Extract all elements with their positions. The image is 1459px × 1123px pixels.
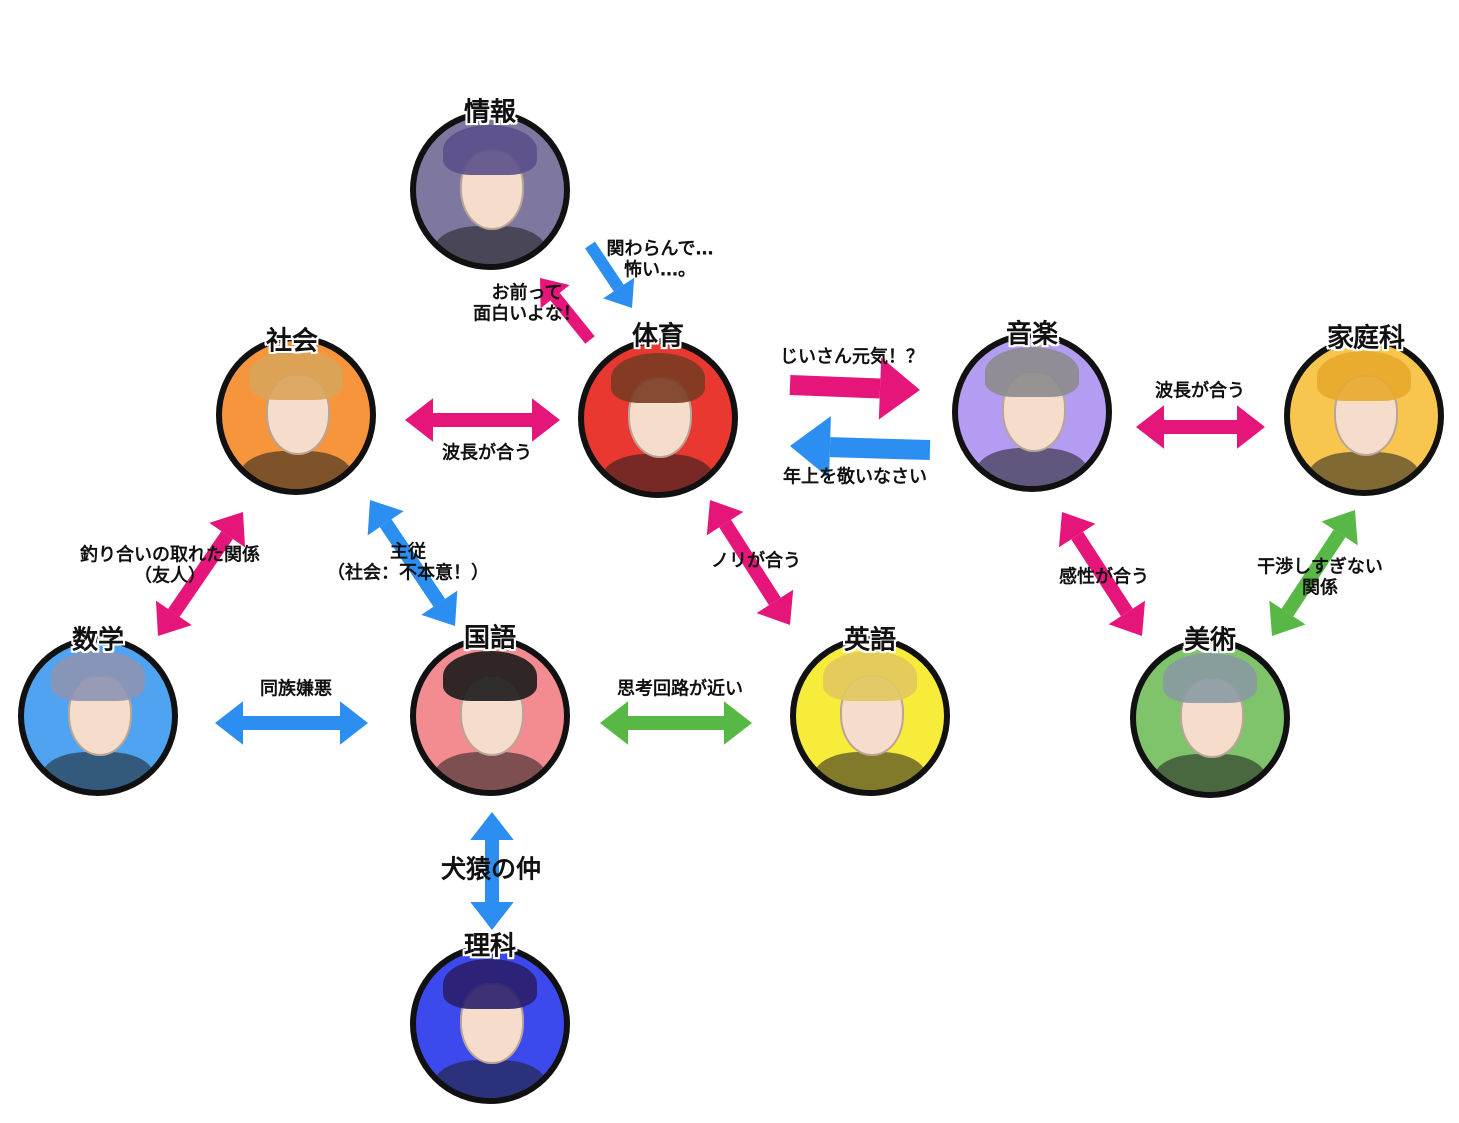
arrow-head-katei-bijutsu <box>1269 600 1306 636</box>
portrait-sugaku <box>18 636 178 796</box>
name-sugaku: 数学 <box>71 625 125 656</box>
portrait-kokugo <box>410 636 570 796</box>
arrow-ongaku-bijutsu <box>1071 531 1133 617</box>
name-taiiku: 体育 <box>631 321 685 352</box>
arrow-head-taiiku-joho <box>540 278 570 309</box>
arrow-head-taiiku-ongaku <box>878 357 920 420</box>
name-joho: 情報 <box>463 97 517 128</box>
label-line: 釣り合いの取れた関係 <box>80 544 260 566</box>
label-line: 波長が合う <box>1155 380 1245 402</box>
label-taiiku-eigo: ノリが合う <box>711 550 801 573</box>
portrait-taiiku <box>578 338 738 498</box>
label-line: 波長が合う <box>442 442 532 464</box>
label-line: 犬猿の仲 <box>440 854 542 884</box>
arrow-joho-taiiku <box>585 241 624 292</box>
label-joho-taiiku: 関わらんで…怖い…。 <box>606 239 713 280</box>
arrow-tail-head-ongaku-bijutsu <box>1058 512 1096 548</box>
label-line: お前って <box>491 282 563 304</box>
arrow-head-kokugo-eigo <box>724 701 752 745</box>
arrow-head-sugaku-kokugo <box>340 701 368 745</box>
arrow-tail-head-taiiku-eigo <box>706 500 744 536</box>
arrow-head-ongaku-taiiku <box>790 416 831 479</box>
arrow-tail-head-sugaku-kokugo <box>215 701 243 745</box>
label-line: 干渉しすぎない <box>1257 556 1383 578</box>
label-line: 主従 <box>390 541 426 563</box>
arrow-ongaku-taiiku <box>829 437 931 460</box>
arrow-shakai-kokugo <box>379 519 446 607</box>
arrow-head-shakai-sugaku <box>155 600 192 636</box>
label-kokugo-rika: 犬猿の仲 <box>440 854 542 885</box>
arrow-tail-head-shakai-kokugo <box>367 500 404 536</box>
label-katei-bijutsu: 干渉しすぎない関係 <box>1257 557 1383 598</box>
portrait-shakai <box>216 335 376 495</box>
label-line: 年上を敬いなさい <box>783 466 927 488</box>
name-shakai: 社会 <box>265 326 319 357</box>
name-bijutsu: 美術 <box>1183 625 1237 656</box>
name-eigo: 英語 <box>843 625 897 656</box>
label-line: 同族嫌悪 <box>260 678 332 700</box>
label-sugaku-kokugo: 同族嫌悪 <box>260 678 332 701</box>
portrait-bijutsu <box>1130 638 1290 798</box>
arrow-tail-head-shakai-taiiku <box>405 398 433 442</box>
label-line: 怖い…。 <box>623 259 696 280</box>
name-rika: 理科 <box>463 931 517 962</box>
label-shakai-kokugo: 主従（社会：不本意！） <box>327 542 489 583</box>
portrait-katei <box>1284 336 1444 496</box>
arrow-taiiku-eigo <box>719 519 781 606</box>
label-taiiku-ongaku: じいさん元気！？ <box>780 346 924 369</box>
label-line: 面白いよな！ <box>473 303 581 324</box>
arrow-head-shakai-taiiku <box>532 398 560 442</box>
arrow-head-kokugo-rika <box>470 902 514 930</box>
label-shakai-taiiku: 波長が合う <box>442 442 532 465</box>
label-line: 感性が合う <box>1059 566 1149 588</box>
label-line: （友人） <box>134 565 206 586</box>
arrow-tail-head-shakai-sugaku <box>209 512 246 548</box>
label-ongaku-bijutsu: 感性が合う <box>1059 566 1149 589</box>
arrow-taiiku-joho <box>550 292 595 344</box>
label-line: 思考回路が近い <box>617 678 743 700</box>
label-line: じいさん元気！？ <box>780 346 924 368</box>
name-katei: 家庭科 <box>1326 323 1406 354</box>
arrow-head-shakai-kokugo <box>421 590 458 626</box>
arrow-head-joho-taiiku <box>603 277 635 308</box>
name-ongaku: 音楽 <box>1005 319 1059 350</box>
label-line: （社会：不本意！） <box>327 562 489 583</box>
arrow-tail-head-kokugo-rika <box>470 812 514 840</box>
name-kokugo: 国語 <box>463 623 517 654</box>
arrow-tail-head-kokugo-eigo <box>600 701 628 745</box>
arrow-head-taiiku-eigo <box>756 589 794 625</box>
portrait-joho <box>410 110 570 270</box>
portrait-rika <box>410 944 570 1104</box>
label-shakai-sugaku: 釣り合いの取れた関係（友人） <box>80 545 260 586</box>
arrow-taiiku-ongaku <box>789 375 881 399</box>
label-line: 関係 <box>1301 577 1338 598</box>
arrow-tail-head-ongaku-katei <box>1136 405 1164 449</box>
arrow-katei-bijutsu <box>1281 529 1346 617</box>
arrow-head-ongaku-bijutsu <box>1108 600 1146 636</box>
label-taiiku-joho: お前って面白いよな！ <box>473 283 581 324</box>
arrow-head-ongaku-katei <box>1237 405 1265 449</box>
arrow-shakai-sugaku <box>168 531 233 617</box>
label-ongaku-katei: 波長が合う <box>1155 380 1245 403</box>
label-line: 関わらんで… <box>606 238 714 260</box>
portrait-eigo <box>790 636 950 796</box>
label-ongaku-taiiku: 年上を敬いなさい <box>783 466 927 489</box>
label-kokugo-eigo: 思考回路が近い <box>617 678 743 701</box>
portrait-ongaku <box>952 332 1112 492</box>
arrow-tail-head-katei-bijutsu <box>1321 510 1358 546</box>
label-line: ノリが合う <box>711 550 801 572</box>
